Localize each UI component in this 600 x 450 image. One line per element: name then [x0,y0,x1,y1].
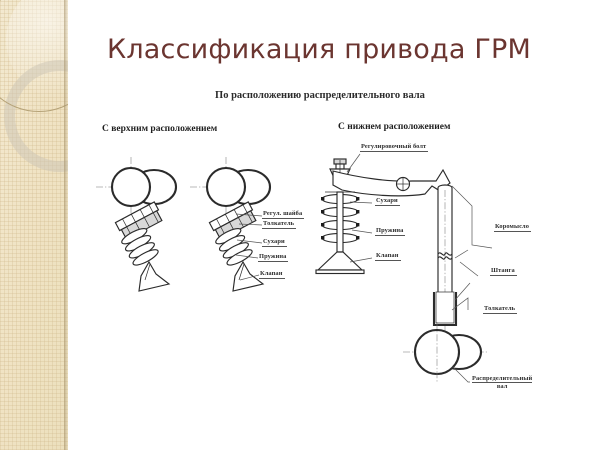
label-pushrod: Штанга [490,267,517,276]
label-tappet-left: Толкатель [262,220,297,229]
tappet-right [432,291,458,327]
label-adjusting-shim: Регул. шайба [262,210,305,219]
label-spring-right: Пружина [375,227,406,236]
label-camshaft-line2: вал [496,383,508,390]
label-spring-left: Пружина [258,253,289,262]
slide-subtitle: По расположению распределительного вала [215,90,425,101]
label-camshaft: Распределительный вал [471,375,534,390]
section-heading-underhead-camshaft: С нижнем расположением [338,122,451,132]
rocker-arm [332,168,451,197]
label-adjusting-bolt: Регулировочный болт [360,143,429,152]
label-tappet-right: Толкатель [483,305,518,314]
pushrod [437,184,453,360]
label-rocker-arm: Коромысло [494,223,531,232]
label-keepers-right: Сухари [375,197,400,206]
label-valve-left: Клапан [259,270,285,279]
section-heading-overhead-camshaft: С верхним расположением [102,124,218,134]
label-camshaft-line1: Распределительный [472,375,533,383]
valve-assembly-left-1 [96,157,178,292]
sidebar-edge [64,0,68,450]
label-keepers-left: Сухари [262,238,287,247]
valve-assembly-left-2 [190,157,272,292]
valve-assembly-right [315,153,373,275]
label-valve-right: Клапан [375,252,401,261]
decorative-sidebar [0,0,68,450]
circle-outline-icon [0,0,68,112]
page-title: Классификация привода ГРМ [106,34,532,65]
camshaft [403,322,487,382]
